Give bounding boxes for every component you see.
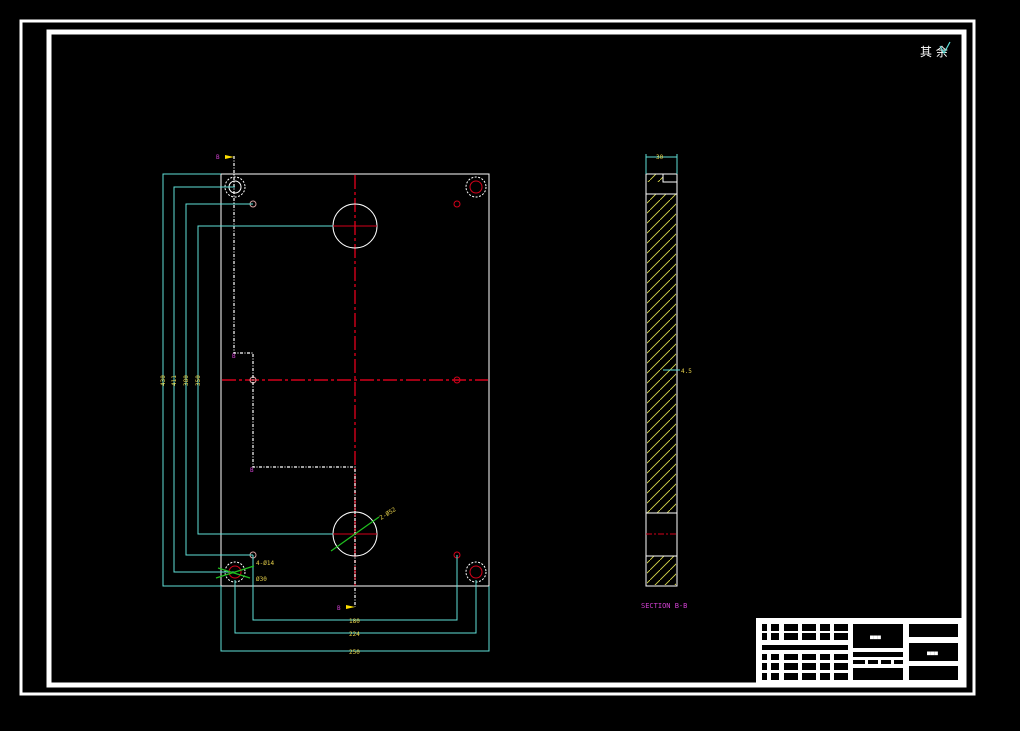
section-view: 30 4.5 SECTION B-B (641, 154, 692, 610)
step-dim: 4.5 (681, 368, 692, 375)
inner-frame (46, 29, 967, 688)
section-outline (645, 173, 678, 587)
leader-large-hole (330, 516, 380, 552)
callout-corner-hole: 4-Ø14 (256, 560, 274, 567)
dim-250: 250 (349, 649, 360, 656)
dim-180: 180 (349, 618, 360, 625)
vertical-dim-text: 430 411 380 350 (160, 375, 202, 386)
dim-380: 380 (183, 375, 190, 386)
corner-hole-br (465, 561, 487, 583)
drawing-name-box: ■■■ (870, 634, 881, 641)
corner-hole-tr (465, 176, 487, 198)
pin-hole (453, 200, 461, 208)
dim-430: 430 (160, 375, 167, 386)
roughness-symbol-icon (939, 41, 951, 55)
section-hatch-upper (647, 194, 676, 513)
scale-box: ■■■ (927, 650, 938, 657)
title-block: ■■■ ■■■ (756, 618, 962, 684)
vertical-dimensions (162, 173, 333, 587)
callout-counterbore: Ø30 (256, 576, 267, 583)
cut-marker-label-top: B (216, 154, 220, 161)
cut-step-label: B (250, 467, 254, 474)
cut-arrow-top-icon (225, 155, 234, 159)
title-block-cells (762, 624, 958, 680)
leader-corner-hole-2 (217, 567, 251, 579)
horizontal-dimensions (220, 555, 490, 652)
plan-view: B B B B 430 411 380 350 180 224 250 2-Ø5… (160, 154, 490, 656)
section-hatch-top (647, 174, 663, 182)
cut-marker-label-bottom: B (337, 605, 341, 612)
section-width-dim: 30 (656, 154, 664, 161)
section-cut-path (233, 156, 356, 607)
pin-hole (453, 376, 461, 384)
counterbore-step (662, 174, 677, 183)
callout-large-hole: 2-Ø52 (378, 506, 397, 522)
dim-224: 224 (349, 631, 360, 638)
dim-350: 350 (195, 375, 202, 386)
outer-frame (19, 19, 976, 696)
leader-corner-hole (215, 565, 255, 579)
section-hatch-lower (647, 556, 676, 585)
section-label: SECTION B-B (641, 602, 687, 610)
cut-step-label: B (232, 353, 236, 360)
cut-arrow-bottom-icon (346, 605, 355, 609)
dim-411: 411 (171, 375, 178, 386)
